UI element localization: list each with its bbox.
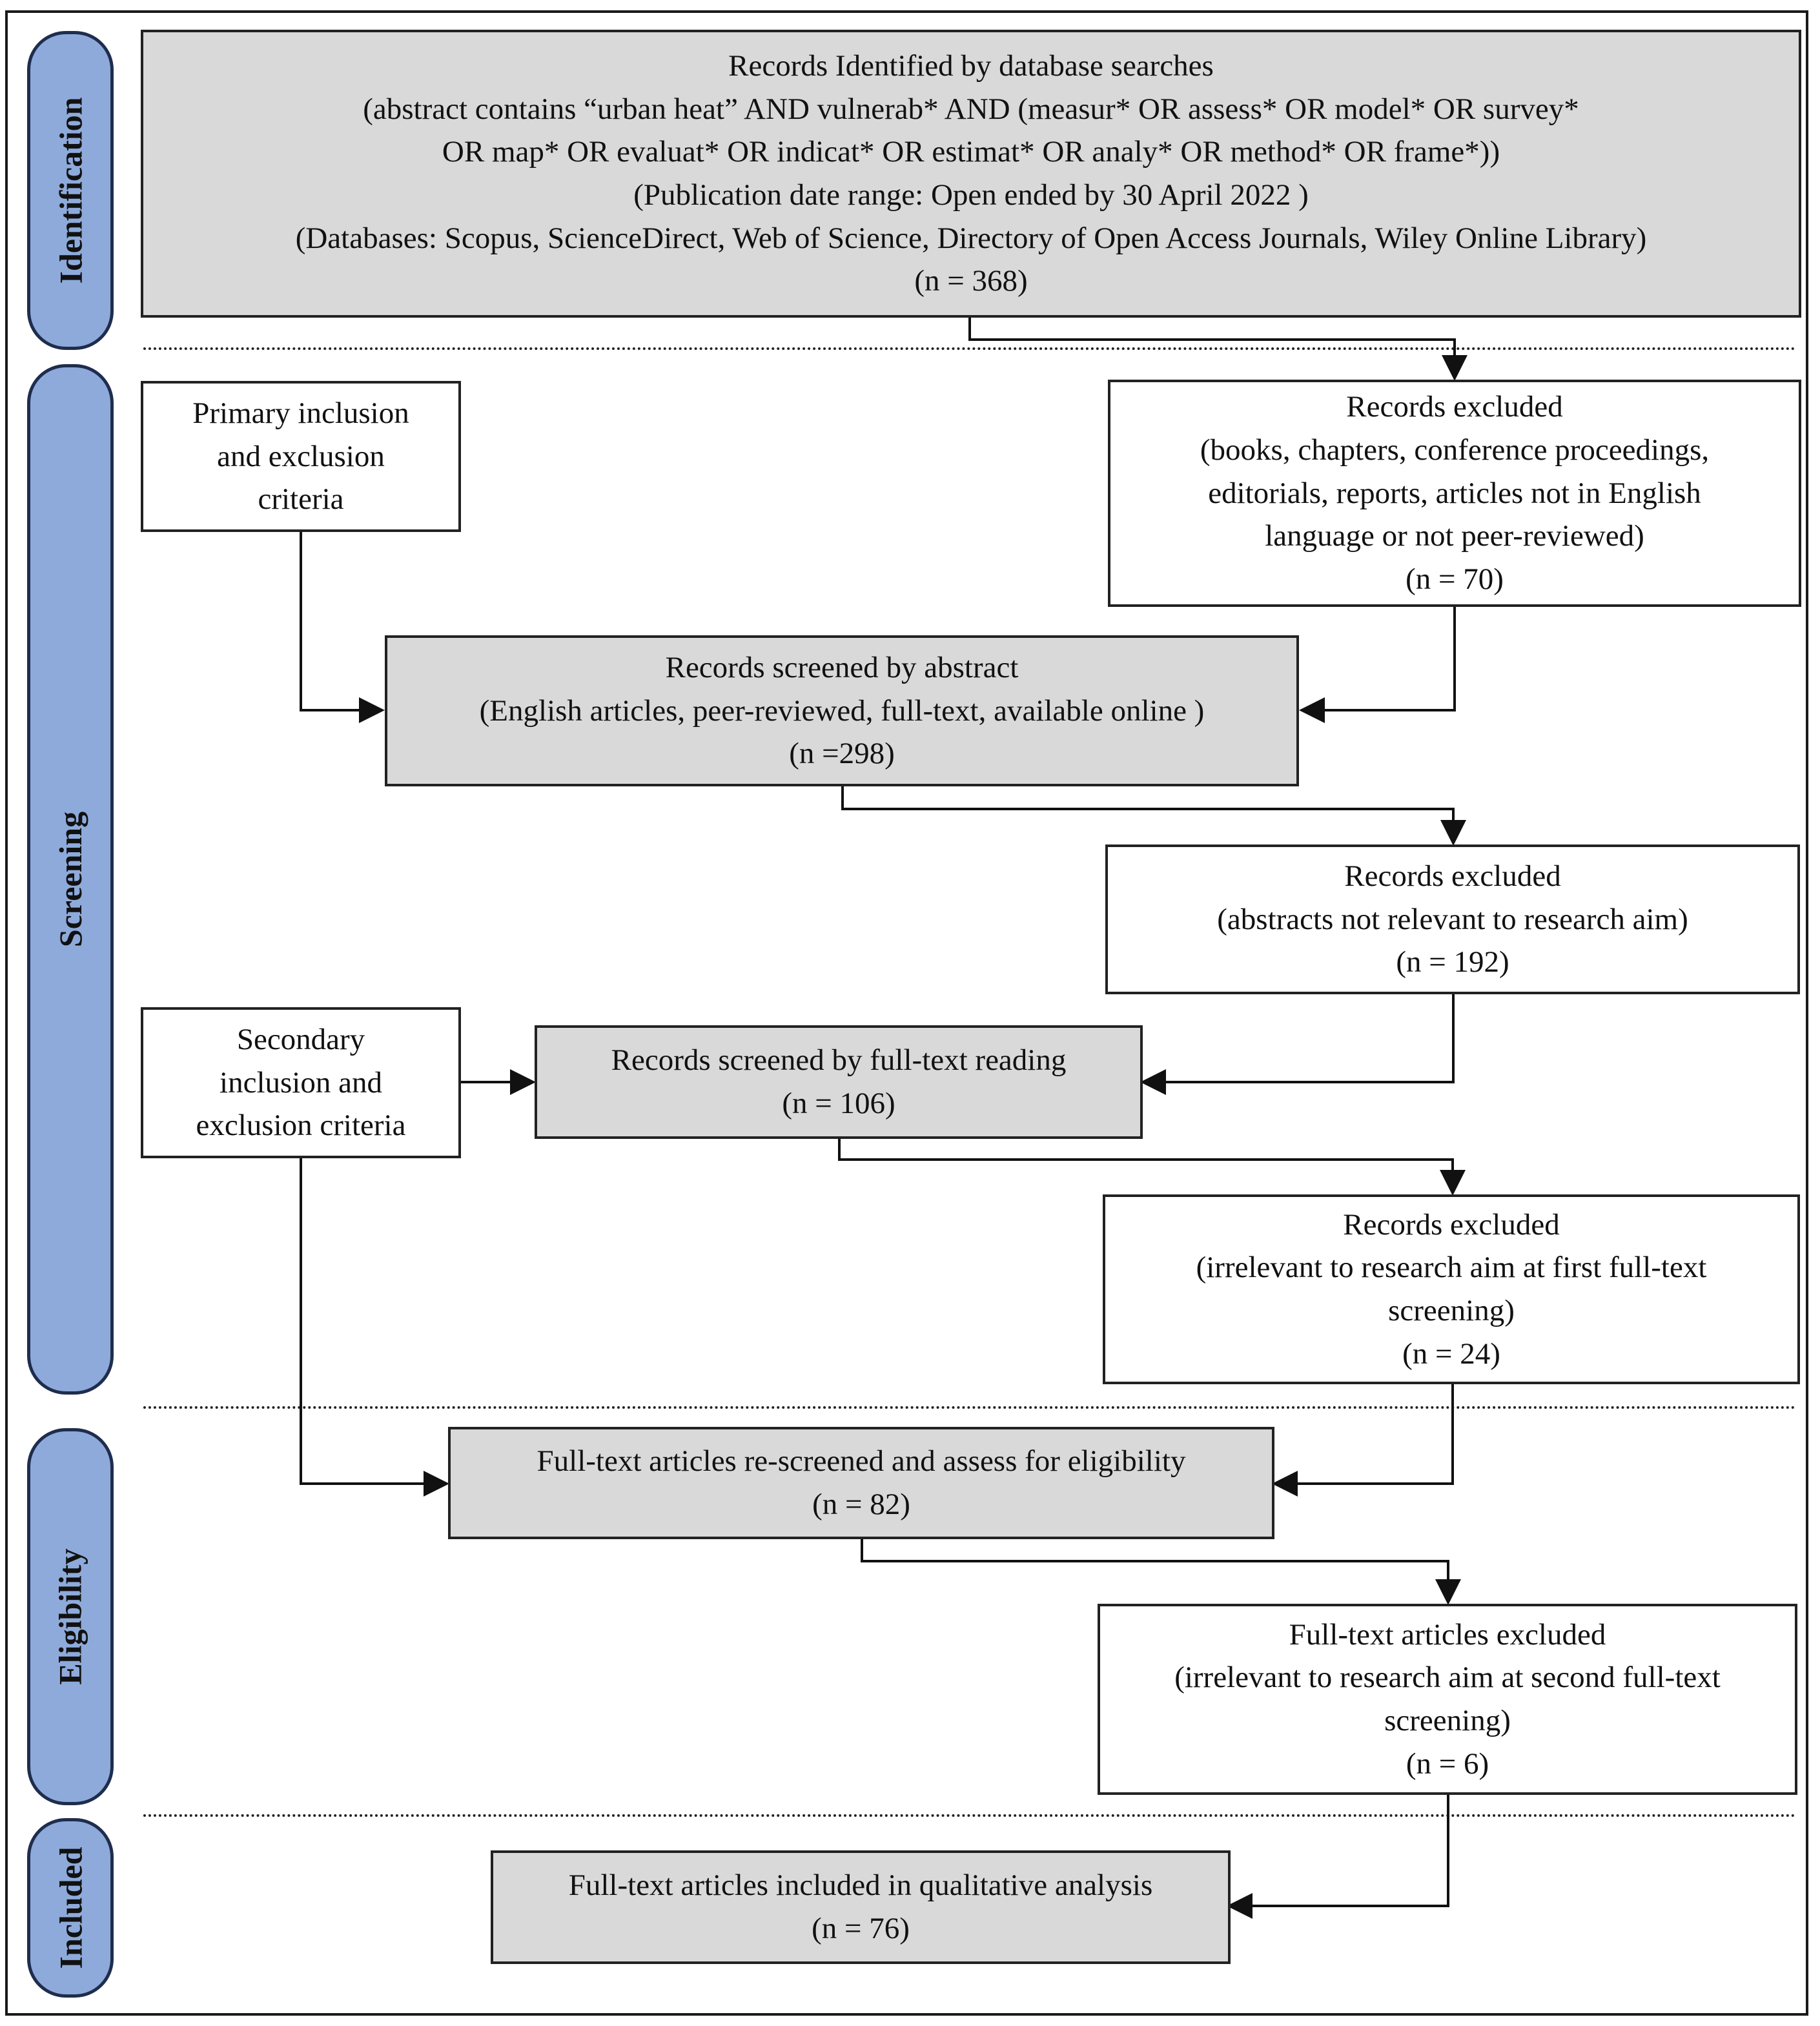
excluded-1-line-3: language or not peer-reviewed): [1265, 519, 1644, 553]
rescreened-eligibility-box: Full-text articles re-screened and asses…: [448, 1427, 1274, 1539]
secondary-criteria-box: Secondary inclusion and exclusion criter…: [141, 1007, 461, 1158]
primary-criteria-line-3: criteria: [258, 482, 344, 517]
arrow-secondary-to-rescreened: [300, 1158, 449, 1497]
excluded-2-count: (n = 192): [1396, 945, 1509, 979]
separator-identification-screening: [143, 347, 1796, 350]
phase-identification: Identification: [27, 31, 114, 350]
identified-search-line-2: OR map* OR evaluat* OR indicat* OR estim…: [442, 135, 1500, 169]
screened-abstract-title: Records screened by abstract: [665, 650, 1019, 684]
identified-date-range: (Publication date range: Open ended by 3…: [633, 178, 1309, 212]
arrow-primary-to-abstract: [300, 532, 385, 723]
secondary-criteria-line-3: exclusion criteria: [196, 1109, 406, 1143]
phase-included: Included: [27, 1818, 114, 1998]
identified-databases: (Databases: Scopus, ScienceDirect, Web o…: [295, 221, 1647, 255]
excluded-3-count: (n = 24): [1402, 1336, 1500, 1371]
excluded-4-reason-line-2: screening): [1384, 1704, 1511, 1737]
included-title: Full-text articles included in qualitati…: [568, 1868, 1153, 1903]
screened-fulltext-box: Records screened by full-text reading (n…: [535, 1025, 1143, 1139]
screened-abstract-count: (n =298): [789, 737, 895, 771]
phase-eligibility: Eligibility: [27, 1428, 114, 1805]
secondary-criteria-line-1: Secondary: [236, 1022, 365, 1056]
arrow-fulltext-to-excluded-3: [838, 1139, 1466, 1196]
primary-criteria-line-1: Primary inclusion: [192, 396, 409, 430]
included-analysis-box: Full-text articles included in qualitati…: [491, 1850, 1231, 1964]
arrow-identified-to-excluded-1: [968, 318, 1467, 381]
phase-screening: Screening: [27, 364, 114, 1395]
diagram-frame: [5, 10, 1808, 2016]
screened-fulltext-count: (n = 106): [782, 1087, 895, 1120]
excluded-4-count: (n = 6): [1406, 1746, 1489, 1781]
arrow-excluded-2-to-fulltext: [1140, 994, 1455, 1095]
arrow-abstract-to-excluded-2: [841, 786, 1466, 846]
records-identified-box: Records Identified by database searches …: [141, 30, 1801, 318]
rescreened-title: Full-text articles re-screened and asses…: [537, 1444, 1186, 1479]
identified-title: Records Identified by database searches: [728, 48, 1214, 83]
excluded-2-title: Records excluded: [1344, 859, 1561, 893]
separator-screening-eligibility: [143, 1406, 1796, 1409]
arrow-rescreened-to-excluded-4: [861, 1539, 1461, 1605]
identified-search-line-1: (abstract contains “urban heat” AND vuln…: [363, 92, 1579, 126]
rescreened-count: (n = 82): [812, 1488, 910, 1521]
records-excluded-2-box: Records excluded (abstracts not relevant…: [1105, 844, 1800, 994]
secondary-criteria-line-2: inclusion and: [220, 1065, 382, 1100]
arrow-excluded-4-to-included: [1227, 1795, 1449, 1919]
screened-fulltext-title: Records screened by full-text reading: [611, 1043, 1067, 1078]
records-excluded-1-box: Records excluded (books, chapters, confe…: [1108, 380, 1801, 607]
excluded-4-reason-line-1: (irrelevant to research aim at second fu…: [1174, 1661, 1721, 1695]
fulltext-excluded-4-box: Full-text articles excluded (irrelevant …: [1098, 1604, 1797, 1795]
excluded-1-title: Records excluded: [1346, 390, 1563, 424]
primary-criteria-line-2: and exclusion: [217, 439, 385, 473]
excluded-3-reason-line-1: (irrelevant to research aim at first ful…: [1196, 1251, 1707, 1285]
excluded-3-title: Records excluded: [1343, 1207, 1560, 1242]
excluded-3-reason-line-2: screening): [1388, 1294, 1515, 1327]
screened-abstract-criteria: (English articles, peer-reviewed, full-t…: [479, 693, 1205, 728]
identified-count: (n = 368): [914, 264, 1028, 298]
arrow-excluded-3-to-rescreened: [1272, 1384, 1454, 1497]
primary-criteria-box: Primary inclusion and exclusion criteria: [141, 381, 461, 532]
excluded-1-line-2: editorials, reports, articles not in Eng…: [1208, 476, 1701, 510]
excluded-2-reason: (abstracts not relevant to research aim): [1217, 902, 1688, 936]
arrow-excluded-1-to-abstract: [1299, 607, 1456, 723]
excluded-4-title: Full-text articles excluded: [1289, 1617, 1606, 1652]
excluded-1-count: (n = 70): [1406, 562, 1504, 597]
screened-abstract-box: Records screened by abstract (English ar…: [385, 635, 1299, 786]
included-count: (n = 76): [812, 1912, 910, 1945]
excluded-1-line-1: (books, chapters, conference proceedings…: [1200, 433, 1710, 467]
separator-eligibility-included: [143, 1814, 1796, 1817]
records-excluded-3-box: Records excluded (irrelevant to research…: [1103, 1194, 1800, 1384]
